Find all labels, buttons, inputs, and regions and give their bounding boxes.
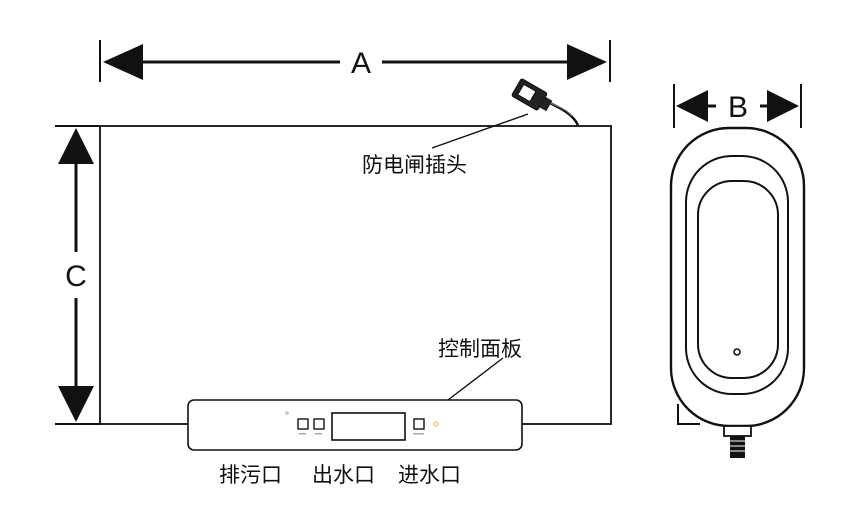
panel-leader-line: [447, 357, 504, 401]
arrowhead-right: [567, 44, 607, 80]
side-window: [697, 180, 779, 379]
dimension-a-label: A: [351, 47, 371, 80]
arrowhead-b-left: [676, 90, 708, 122]
dimension-b-label: B: [728, 91, 748, 124]
heater-side-view: [669, 126, 806, 458]
control-panel: [187, 399, 523, 451]
power-plug: [511, 78, 580, 127]
panel-button-3: [413, 418, 425, 430]
panel-button-1: [297, 418, 309, 430]
arrowhead-top: [58, 128, 94, 164]
panel-tiny-mark-1: [299, 433, 306, 435]
arrowhead-left: [103, 44, 143, 80]
panel-display: [331, 412, 406, 441]
dimension-c: C: [55, 125, 100, 425]
heater-front-body: [99, 125, 612, 425]
panel-indicator-right: [433, 421, 439, 427]
drain-outlet-label: 排污口: [219, 463, 282, 487]
control-panel-label: 控制面板: [438, 337, 522, 361]
power-plug-label: 防电闸插头: [362, 153, 467, 177]
arrowhead-bottom: [58, 386, 94, 422]
dimension-c-label: C: [65, 260, 87, 293]
arrowhead-b-right: [767, 90, 799, 122]
pipe-fitting: [723, 425, 752, 458]
wall-bracket: [677, 404, 700, 425]
water-outlet-label: 出水口: [312, 463, 375, 487]
panel-indicator-left: [285, 411, 289, 415]
dimension-a: A: [99, 40, 611, 82]
plug-leader-line: [431, 113, 529, 149]
panel-button-2: [313, 418, 325, 430]
panel-tiny-mark-3: [413, 433, 424, 435]
side-indicator-dot: [733, 348, 741, 356]
water-inlet-label: 进水口: [398, 463, 461, 487]
panel-tiny-mark-2: [315, 433, 322, 435]
dimension-b: B: [673, 84, 802, 128]
